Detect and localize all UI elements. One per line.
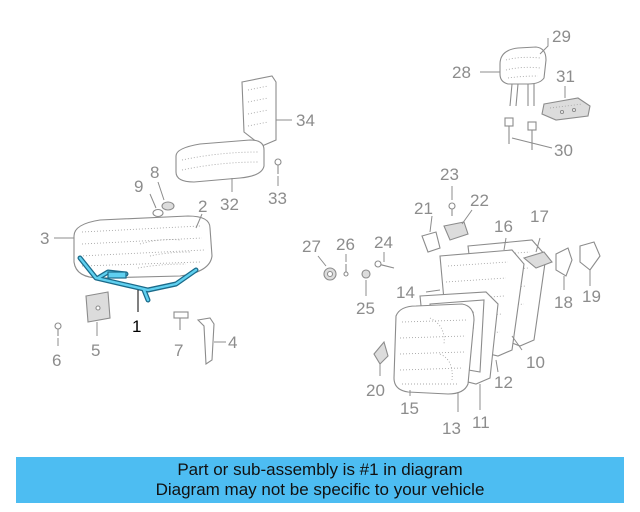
- callout-11: 11: [472, 413, 490, 432]
- callout-17: 17: [530, 207, 549, 226]
- seatback-cover-15: [393, 303, 475, 395]
- cover-5: [85, 291, 111, 323]
- callout-21: 21: [414, 199, 433, 218]
- callout-27: 27: [302, 237, 321, 256]
- callout-23: 23: [440, 165, 459, 184]
- callout-4: 4: [228, 333, 237, 352]
- callout-24: 24: [374, 233, 393, 252]
- callout-6: 6: [52, 351, 61, 370]
- callout-32: 32: [220, 195, 239, 214]
- clip-33: [274, 158, 282, 174]
- callout-16: 16: [494, 217, 513, 236]
- callout-8: 8: [150, 163, 159, 182]
- cushion-cover: [175, 139, 265, 183]
- seatback-panel: [241, 75, 277, 147]
- headrest: [499, 46, 547, 107]
- callout-28: 28: [452, 63, 471, 82]
- small-parts-8-9: [152, 201, 175, 218]
- highlighted-part-1: [77, 255, 199, 303]
- brackets-18-19: [555, 241, 601, 277]
- parts-21-23: [421, 202, 469, 253]
- callout-12: 12: [494, 373, 513, 392]
- hinge-20: [373, 340, 389, 365]
- callout-34: 34: [296, 111, 315, 130]
- callout-7: 7: [174, 341, 183, 360]
- callout-3: 3: [40, 229, 49, 248]
- bolt-7: [173, 311, 189, 330]
- callout-19: 19: [582, 287, 601, 306]
- banner-line-1: Part or sub-assembly is #1 in diagram: [177, 460, 463, 479]
- callout-13: 13: [442, 419, 461, 438]
- headrest-guides: [504, 117, 537, 150]
- callout-20: 20: [366, 381, 385, 400]
- seat-cushion: [73, 215, 213, 279]
- callout-22: 22: [470, 191, 489, 210]
- callout-10: 10: [526, 353, 545, 372]
- headrest-bracket: [541, 97, 591, 121]
- callout-30: 30: [554, 141, 573, 160]
- callout-29: 29: [552, 27, 571, 46]
- parts-diagram: 1 2 3 4 5 6 7 8 9 10 11 12 13 14 15 16 1…: [40, 27, 601, 438]
- callout-1: 1: [132, 317, 141, 336]
- lever-17: [522, 251, 553, 269]
- callout-31: 31: [556, 67, 575, 86]
- callout-25: 25: [356, 299, 375, 318]
- callout-26: 26: [336, 235, 355, 254]
- callout-labels: 1 2 3 4 5 6 7 8 9 10 11 12 13 14 15 16 1…: [40, 27, 601, 438]
- info-banner: Part or sub-assembly is #1 in diagram Di…: [16, 457, 624, 503]
- callout-18: 18: [554, 293, 573, 312]
- hardware-24-27: [323, 260, 395, 281]
- callout-9: 9: [134, 177, 143, 196]
- clip-6: [54, 322, 62, 336]
- callout-2: 2: [198, 197, 207, 216]
- callout-5: 5: [91, 341, 100, 360]
- callout-14: 14: [396, 283, 415, 302]
- callout-15: 15: [400, 399, 419, 418]
- banner-line-2: Diagram may not be specific to your vehi…: [155, 480, 485, 499]
- bracket-4: [196, 317, 215, 365]
- callout-33: 33: [268, 189, 287, 208]
